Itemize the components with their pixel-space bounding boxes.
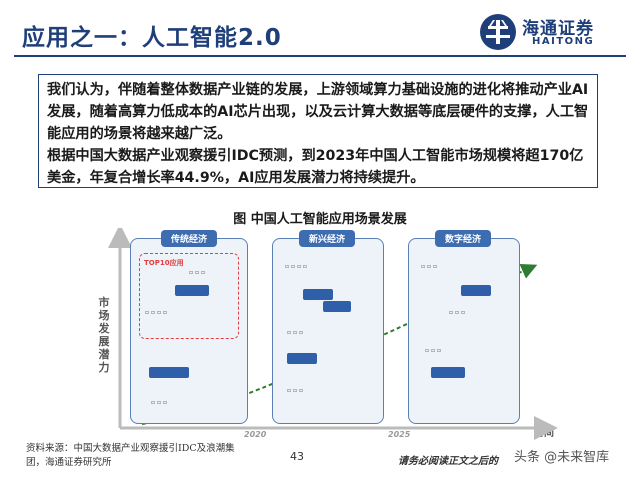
scenario-chip: ▫ ▫ ▫ [287, 329, 304, 336]
source-line-2: 团，海通证券研究所 [26, 457, 112, 468]
year-label-2020: 2020 [244, 430, 267, 439]
panel-tag-traditional: 传统经济 [161, 230, 218, 247]
summary-box: 我们认为，伴随着整体数据产业链的发展，上游领域算力基础设施的进化将推动产业AI发… [38, 74, 598, 188]
scenario-chip: ▫ ▫ ▫ [425, 347, 442, 354]
scenario-chip: ▫ ▫ ▫ [287, 387, 304, 394]
summary-paragraph-2: 根据中国大数据产业观察援引IDC预测，到2023年中国人工智能市场规模将超170… [47, 148, 584, 186]
scenario-chip: ▫ ▫ ▫ [189, 269, 206, 276]
panel-tag-digital: 数字经济 [435, 230, 492, 247]
panel-tag-emerging: 新兴经济 [299, 230, 356, 247]
scenario-tile [303, 289, 333, 300]
disclaimer-text: 请务必阅读正文之后的 [398, 456, 498, 467]
logo-english-name: HAITONG [532, 36, 595, 47]
summary-paragraph-1: 我们认为，伴随着整体数据产业链的发展，上游领域算力基础设施的进化将推动产业AI发… [47, 82, 589, 142]
panel-traditional-economy: 传统经济 TOP10应用 ▫ ▫ ▫ ▫ ▫ ▫ ▫ ▫ ▫ ▫ [130, 230, 248, 424]
panel-digital-economy: 数字经济 ▫ ▫ ▫ ▫ ▫ ▫ ▫ ▫ ▫ [408, 230, 520, 424]
figure-title: 图 中国人工智能应用场景发展 [233, 212, 407, 227]
source-note: 资料来源：中国大数据产业观察援引IDC及浪潮集 团，海通证券研究所 [26, 442, 296, 470]
scenario-chip: ▫ ▫ ▫ [151, 399, 168, 406]
scenario-tile [431, 367, 465, 378]
scenario-tile [175, 285, 209, 296]
title-divider [14, 55, 626, 57]
scenario-chip: ▫ ▫ ▫ ▫ [145, 309, 167, 316]
y-axis-label: 市场发展潜力 [98, 296, 110, 374]
scenario-tile [149, 367, 189, 378]
panel-emerging-economy: 新兴经济 ▫ ▫ ▫ ▫ ▫ ▫ ▫ ▫ ▫ ▫ [272, 230, 384, 424]
source-line-1: 资料来源：中国大数据产业观察援引IDC及浪潮集 [26, 443, 235, 454]
company-logo: 海通证券 HAITONG [474, 12, 634, 52]
scenario-chip: ▫ ▫ ▫ ▫ [285, 263, 307, 270]
scenario-chip: ▫ ▫ ▫ [421, 263, 438, 270]
page-title: 应用之一：人工智能2.0 [22, 25, 282, 51]
top10-label: TOP10应用 [144, 259, 184, 267]
year-label-2025: 2025 [388, 430, 411, 439]
logo-chinese-name: 海通证券 [522, 19, 594, 39]
watermark: 头条 @未来智库 [512, 446, 612, 465]
scenario-tile [461, 285, 491, 296]
page-number: 43 [290, 450, 304, 463]
scenario-figure: 传统经济 TOP10应用 ▫ ▫ ▫ ▫ ▫ ▫ ▫ ▫ ▫ ▫ 新兴经济 ▫ … [90, 228, 580, 440]
top10-highlight-box: TOP10应用 [139, 253, 239, 339]
logo-emblem-icon [480, 14, 516, 50]
scenario-tile [287, 353, 317, 364]
scenario-tile [323, 301, 351, 312]
scenario-chip: ▫ ▫ ▫ [449, 309, 466, 316]
